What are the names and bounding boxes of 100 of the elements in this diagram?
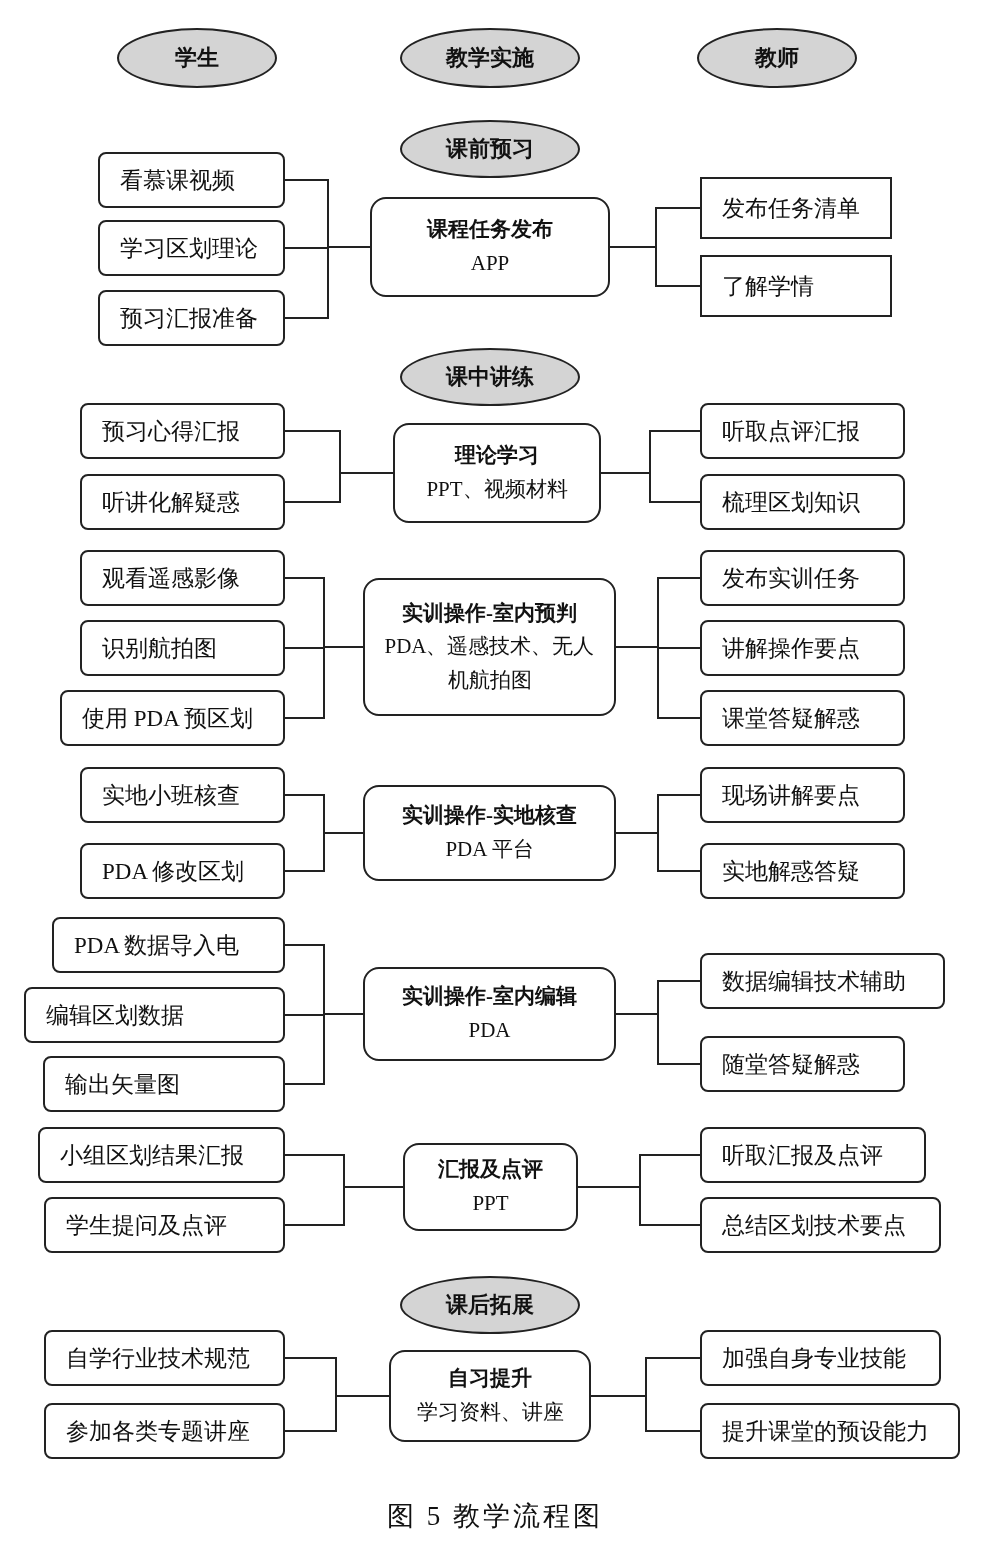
connector-line <box>577 1186 701 1226</box>
node-label: 看慕课视频 <box>120 166 235 195</box>
activity-box <box>393 423 601 523</box>
node-label: 提升课堂的预设能力 <box>722 1417 929 1446</box>
node-label: 教师 <box>755 44 799 72</box>
task-box <box>44 1197 285 1253</box>
task-box <box>24 987 285 1043</box>
activity-box <box>363 967 616 1061</box>
node-label: 学习区划理论 <box>120 234 258 263</box>
node-label: 学生提问及点评 <box>66 1211 227 1240</box>
task-box <box>700 620 905 676</box>
task-box <box>700 843 905 899</box>
task-box <box>44 1330 285 1386</box>
connector-line <box>284 646 364 719</box>
node-label: 使用 PDA 预区划 <box>82 704 254 733</box>
task-box <box>700 1127 926 1183</box>
activity-title: 自习提升 <box>448 1365 532 1393</box>
node-label: 听讲化解疑惑 <box>102 488 240 517</box>
task-box <box>700 953 945 1009</box>
node-label: 数据编辑技术辅助 <box>722 967 906 996</box>
task-box <box>98 220 285 276</box>
activity-title: 实训操作-室内编辑 <box>402 983 577 1011</box>
node-label: 发布实训任务 <box>722 564 860 593</box>
tool-label: PPT <box>472 1190 509 1217</box>
activity-title: 实训操作-室内预判 <box>402 599 577 627</box>
node-label: 自学行业技术规范 <box>66 1344 250 1373</box>
connector-line <box>284 472 394 503</box>
tool-label: PDA、遥感技术、无人机航拍图 <box>383 633 596 694</box>
connector-line <box>284 246 371 319</box>
task-box <box>700 767 905 823</box>
node-label: 预习心得汇报 <box>102 417 240 446</box>
task-box <box>80 767 285 823</box>
connector-line <box>284 1186 404 1226</box>
activity-title: 实训操作-实地核查 <box>402 802 577 830</box>
task-box <box>44 1403 285 1459</box>
node-label: 课堂答疑解惑 <box>722 704 860 733</box>
node-label: PDA 数据导入电 <box>74 931 240 960</box>
task-box <box>80 474 285 530</box>
connector-line <box>284 832 364 872</box>
task-box <box>700 1330 941 1386</box>
task-box <box>60 690 285 746</box>
node-label: 实地解惑答疑 <box>722 857 860 886</box>
node-label: 讲解操作要点 <box>722 634 860 663</box>
activity-title: 理论学习 <box>455 442 539 470</box>
activity-box <box>370 197 610 297</box>
node-label: 实地小班核查 <box>102 781 240 810</box>
task-box <box>38 1127 285 1183</box>
tool-label: PDA <box>468 1017 511 1044</box>
node-label: 随堂答疑解惑 <box>722 1050 860 1079</box>
figure-caption: 图 5 教学流程图 <box>386 1500 604 1533</box>
node-label: 识别航拍图 <box>102 634 217 663</box>
node-label: 预习汇报准备 <box>120 304 258 333</box>
node-label: 课前预习 <box>446 135 534 163</box>
activity-box <box>389 1350 591 1442</box>
node-label: 观看遥感影像 <box>102 564 240 593</box>
tool-label: PPT、视频材料 <box>426 476 568 503</box>
activity-box <box>363 785 616 881</box>
task-box <box>98 152 285 208</box>
task-box <box>700 1403 960 1459</box>
node-label: 发布任务清单 <box>722 194 860 223</box>
connector-line <box>284 1395 390 1432</box>
task-box <box>52 917 285 973</box>
tool-label: APP <box>470 250 510 277</box>
task-box <box>700 474 905 530</box>
node-label: 课中讲练 <box>446 363 534 391</box>
node-label: 听取汇报及点评 <box>722 1141 883 1170</box>
activity-title: 汇报及点评 <box>438 1156 543 1184</box>
node-label: 了解学情 <box>722 272 814 301</box>
activity-title: 课程任务发布 <box>427 216 553 244</box>
node-label: 教学实施 <box>446 44 534 72</box>
connector-line <box>615 646 701 719</box>
task-box <box>700 1036 905 1092</box>
connector-line <box>284 1013 364 1085</box>
task-box <box>80 843 285 899</box>
activity-box <box>363 578 616 716</box>
node-label: 加强自身专业技能 <box>722 1344 906 1373</box>
task-box <box>700 550 905 606</box>
node-label: 听取点评汇报 <box>722 417 860 446</box>
node-label: 梳理区划知识 <box>722 488 860 517</box>
task-box <box>80 403 285 459</box>
task-box <box>700 690 905 746</box>
task-box <box>700 1197 941 1253</box>
node-label: 总结区划技术要点 <box>722 1211 906 1240</box>
task-box <box>98 290 285 346</box>
node-label: 小组区划结果汇报 <box>60 1141 244 1170</box>
task-box <box>700 403 905 459</box>
tool-label: PDA 平台 <box>445 836 534 863</box>
node-label: 课后拓展 <box>446 1291 534 1319</box>
task-box <box>80 550 285 606</box>
node-label: 参加各类专题讲座 <box>66 1417 250 1446</box>
node-label: 学生 <box>175 44 219 72</box>
task-box <box>43 1056 285 1112</box>
task-box <box>700 177 892 239</box>
node-label: 输出矢量图 <box>65 1070 180 1099</box>
node-label: 编辑区划数据 <box>46 1001 184 1030</box>
connector-line <box>609 246 701 287</box>
task-box <box>700 255 892 317</box>
node-label: 现场讲解要点 <box>722 781 860 810</box>
connector-line <box>600 472 701 503</box>
connector-line <box>615 832 701 872</box>
